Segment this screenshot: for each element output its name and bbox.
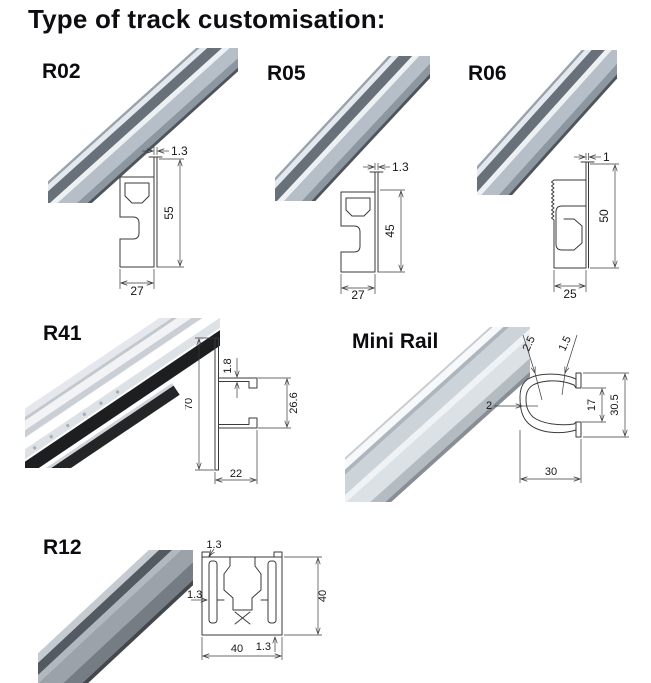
page-title: Type of track customisation: [28,4,386,34]
r05-dim-thickness: 1.3 [392,160,409,174]
r41-dim-height: 70 [185,398,195,410]
mini-dim-wall-top: 2.5 [521,334,538,353]
mini-rail-label: Mini Rail [352,330,439,353]
r06-dim-width: 25 [563,287,577,300]
r12-dim-bottom: 1.3 [256,641,271,653]
r02-dim-width: 27 [130,284,144,298]
mini-profile-bottom-tab [575,421,582,438]
r12-profile-left-slot [208,560,218,624]
r06-dim-height: 50 [597,209,611,223]
mini-dim-wall-side: 2 [486,400,492,412]
r02-label: R02 [42,60,81,83]
mini-rail-cross-section-drawing: 2.5 1.5 2 17 30.5 30 [486,334,629,483]
r12-profile-right-slot [267,560,277,624]
r02-3d-rail-image [48,48,238,203]
r06-profile-channel [555,205,587,251]
panel-r41: R41 70 [25,308,325,493]
mini-profile-outer [519,373,577,434]
r05-label: R05 [267,62,306,85]
r41-dim-width: 22 [230,468,242,480]
r06-3d-rail-image [477,50,617,195]
r06-cross-section-drawing: 1 50 25 [551,150,619,300]
r02-profile-cavity [124,182,150,204]
r41-dim-channel: 26.6 [288,392,300,413]
r05-dim-width: 27 [351,288,365,300]
r12-profile-center-channel [216,556,269,611]
r06-profile-body [551,179,587,269]
r05-dim-height: 45 [383,224,397,238]
r41-3d-rail-image [25,318,220,468]
r41-dim-lip: 1.8 [222,358,234,373]
mini-rail-3d-image [345,327,530,502]
r41-profile-blade [214,337,219,471]
r12-dim-top: 1.3 [206,539,221,551]
mini-dim-height: 30.5 [609,394,621,415]
r41-profile-bottom-arm [218,417,258,429]
panel-r02: R02 [30,48,242,300]
r12-3d-rail-image [38,550,193,683]
r05-cross-section-drawing: 1.3 45 27 [340,160,409,300]
r12-profile-top-tabs [201,551,283,558]
panel-mini-rail: Mini Rail [345,315,651,505]
r02-profile-body [119,176,155,268]
r05-profile-channel [340,225,361,253]
mini-profile-joins [573,384,577,425]
r12-cross-section-drawing: 1.3 1.3 40 40 1.3 [187,539,329,660]
r41-profile-top-arm [218,377,258,389]
r05-profile-fin [369,171,384,273]
r05-profile-body [340,191,376,273]
r06-label: R06 [468,62,507,85]
mini-profile-inner [525,380,575,426]
r05-profile-cavity [345,197,371,217]
r12-dim-height: 40 [317,590,329,602]
r02-profile-channel [119,216,140,240]
r06-profile-fin [580,161,595,269]
r02-dim-height: 55 [162,206,176,220]
r02-profile-fin [148,156,163,268]
r05-3d-rail-image [275,56,430,201]
mini-dim-width: 30 [545,466,557,478]
r12-dim-width: 40 [231,643,243,655]
r06-dim-thickness: 1 [603,150,610,164]
r41-cross-section-drawing: 70 1.8 26.6 22 [185,337,300,484]
panel-r12: R12 [30,528,330,683]
panel-r06: R06 [455,48,651,300]
r02-cross-section-drawing: 1.3 55 27 [119,144,188,298]
r12-profile-center-cross [234,611,251,625]
mini-profile-top-tab [575,372,582,389]
r02-dim-thickness: 1.3 [171,144,188,158]
mini-dim-slot: 17 [586,399,598,411]
r12-dim-side: 1.3 [187,589,202,601]
r12-label: R12 [43,536,82,559]
mini-dim-wall-lip: 1.5 [557,334,574,353]
r41-label: R41 [43,322,82,345]
panel-r05: R05 [255,48,460,300]
